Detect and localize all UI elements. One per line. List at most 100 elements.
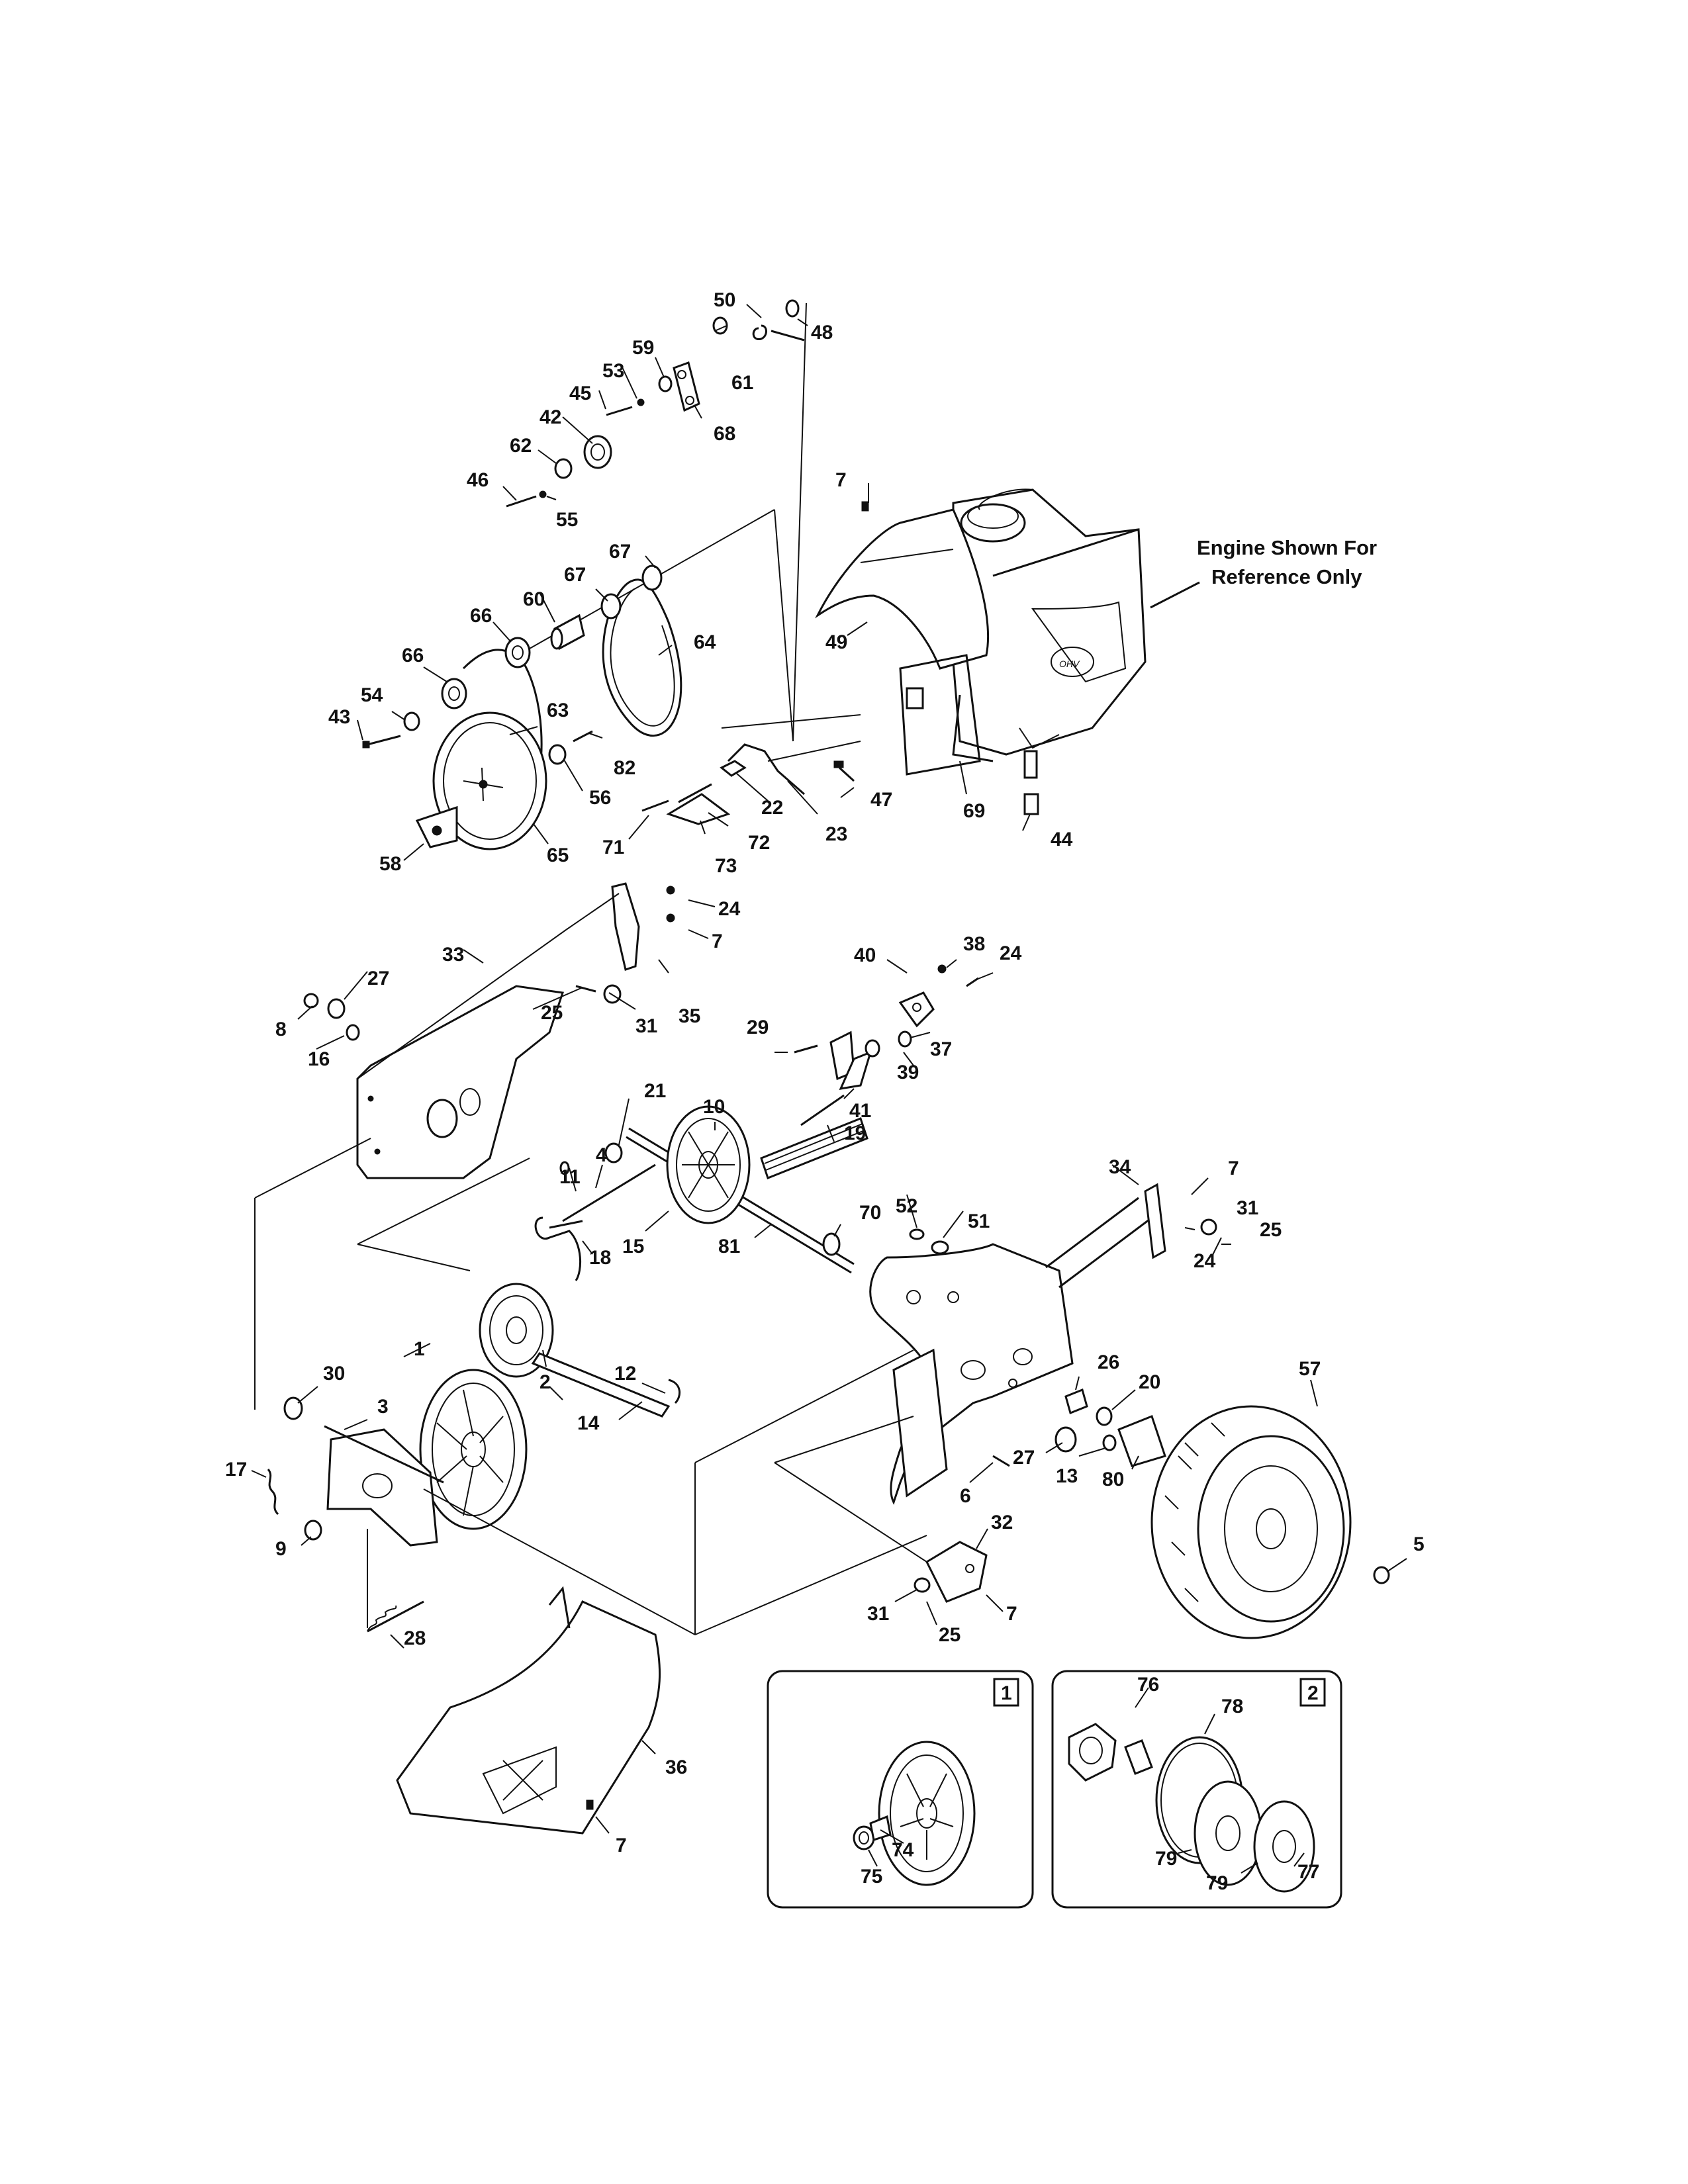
bottom-cover-36 xyxy=(396,1586,661,1835)
label-79-b: 79 xyxy=(1206,1872,1228,1894)
label-64: 64 xyxy=(694,631,716,653)
link-22 xyxy=(720,760,747,777)
nut-8 xyxy=(303,993,319,1009)
label-31-right: 31 xyxy=(1237,1197,1258,1219)
friction-wheel-2 xyxy=(479,1283,554,1378)
label-16: 16 xyxy=(308,1048,330,1070)
frame-line-13 xyxy=(774,1462,927,1563)
spacer-80 xyxy=(1117,1415,1166,1467)
screw-25-left xyxy=(575,985,596,993)
screw-24-a xyxy=(666,886,675,895)
label-45: 45 xyxy=(569,383,591,404)
screw-7-bottom xyxy=(586,1799,594,1810)
frame-line-5 xyxy=(357,1158,530,1245)
frame-line-11 xyxy=(694,1349,914,1463)
label-42: 42 xyxy=(539,406,561,428)
spacer-70 xyxy=(822,1232,841,1256)
upper-reference-lines xyxy=(529,302,861,762)
label-57: 57 xyxy=(1299,1358,1321,1380)
label-44: 44 xyxy=(1051,829,1073,850)
bolt-71 xyxy=(641,799,669,812)
label-23: 23 xyxy=(825,823,847,845)
bracket-32 xyxy=(925,1541,988,1603)
leader-lines xyxy=(251,304,1407,1874)
label-60: 60 xyxy=(523,588,545,610)
label-70: 70 xyxy=(859,1202,881,1224)
label-11: 11 xyxy=(559,1166,581,1188)
label-24-a: 24 xyxy=(718,898,741,920)
washer-27-left xyxy=(327,998,346,1019)
idler-arm-68 xyxy=(673,361,700,412)
label-31-bottom: 31 xyxy=(867,1603,889,1625)
spacer-66a xyxy=(441,678,467,709)
label-7-bottom: 7 xyxy=(616,1835,627,1856)
shift-rod-4 xyxy=(562,1163,656,1222)
drive-bracket-3 xyxy=(324,1425,444,1547)
label-14: 14 xyxy=(577,1412,600,1434)
hex-shaft-19 xyxy=(760,1117,868,1179)
label-37: 37 xyxy=(930,1038,952,1060)
nut-31-bottom xyxy=(914,1577,931,1593)
label-68: 68 xyxy=(714,423,735,445)
nut-31-right xyxy=(1200,1218,1217,1236)
label-27-right: 27 xyxy=(1013,1447,1035,1469)
engine-note-line1: Engine Shown For xyxy=(1197,536,1377,559)
label-55: 55 xyxy=(556,509,578,531)
gear-15 xyxy=(666,1105,751,1224)
spacer-51 xyxy=(931,1240,949,1255)
frame-line-1 xyxy=(357,929,567,1079)
label-51: 51 xyxy=(968,1210,990,1232)
axle-bracket-35 xyxy=(611,882,640,971)
label-66-upper: 66 xyxy=(470,605,492,627)
label-77: 77 xyxy=(1297,1861,1319,1883)
label-30: 30 xyxy=(323,1363,345,1385)
label-34: 34 xyxy=(1109,1156,1131,1178)
label-29: 29 xyxy=(747,1017,769,1038)
label-2: 2 xyxy=(539,1371,551,1393)
label-40: 40 xyxy=(854,944,876,966)
label-3: 3 xyxy=(377,1396,389,1418)
spring-28 xyxy=(367,1600,424,1633)
screw-47 xyxy=(833,760,855,782)
label-25-left: 25 xyxy=(541,1002,563,1024)
label-4: 4 xyxy=(596,1144,607,1166)
label-24-b: 24 xyxy=(1000,942,1022,964)
frame-line-6 xyxy=(357,1244,471,1271)
label-61: 61 xyxy=(731,372,753,394)
label-7-bottom-right: 7 xyxy=(1006,1603,1017,1625)
label-9: 9 xyxy=(275,1538,287,1560)
label-6: 6 xyxy=(960,1485,971,1507)
nut-38 xyxy=(937,964,947,974)
spacer-59 xyxy=(658,375,673,392)
bolt-45 xyxy=(606,406,633,416)
label-78: 78 xyxy=(1221,1696,1243,1717)
label-73: 73 xyxy=(715,855,737,877)
label-50: 50 xyxy=(714,289,735,311)
auger-pulley-65 xyxy=(432,711,547,850)
label-79-a: 79 xyxy=(1155,1848,1177,1870)
label-18: 18 xyxy=(589,1247,611,1269)
label-7-top: 7 xyxy=(835,469,847,491)
label-72: 72 xyxy=(748,832,770,854)
screw-7-mid xyxy=(666,913,675,923)
label-12: 12 xyxy=(614,1363,636,1385)
label-32: 32 xyxy=(991,1512,1013,1533)
label-38: 38 xyxy=(963,933,985,955)
washer-16 xyxy=(346,1024,360,1041)
spring-17 xyxy=(267,1469,279,1516)
bolt-29 xyxy=(794,1044,818,1054)
label-58: 58 xyxy=(379,853,401,875)
engine-badge: OHV xyxy=(1059,659,1080,669)
shift-arm-18 xyxy=(534,1216,583,1281)
label-59: 59 xyxy=(632,337,654,359)
clip-48 xyxy=(785,299,800,318)
label-48: 48 xyxy=(811,322,833,343)
frame-line-2 xyxy=(565,893,620,931)
label-1: 1 xyxy=(414,1338,425,1360)
label-7-mid: 7 xyxy=(712,931,723,952)
drive-plate-1 xyxy=(419,1369,528,1530)
nut-55 xyxy=(539,490,547,498)
label-49: 49 xyxy=(825,631,847,653)
label-8: 8 xyxy=(275,1019,287,1040)
frame-line-8 xyxy=(423,1488,696,1635)
